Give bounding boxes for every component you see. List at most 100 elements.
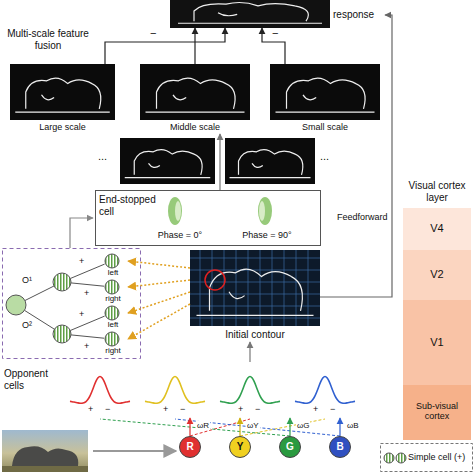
connector	[289, 418, 290, 436]
input-arrow	[93, 450, 176, 452]
scale-map: Large scale	[10, 64, 115, 134]
grid-line	[190, 282, 320, 283]
node-text: B	[329, 441, 351, 453]
connector	[320, 15, 392, 297]
annotation-label: O²	[22, 320, 32, 330]
grid-line	[308, 250, 309, 326]
connector	[249, 342, 250, 362]
cortex-band: Sub-visual cortex	[403, 385, 471, 440]
node-text: left	[98, 320, 128, 329]
cone-circle: R	[179, 436, 201, 458]
node-text: V4	[403, 222, 471, 235]
grid-line	[190, 270, 320, 271]
opponent-curve	[220, 376, 280, 403]
grid-line	[224, 250, 225, 326]
grid-line	[248, 250, 249, 326]
legend-sample	[383, 451, 407, 465]
node-text: End-stopped cell	[99, 194, 163, 217]
initial-contour: Initial contour	[190, 250, 320, 342]
simple-cell-group	[3, 249, 141, 359]
cross-link	[190, 419, 250, 436]
simple-cell-symbol	[105, 254, 119, 268]
legend-frame	[381, 444, 473, 472]
grid-line	[236, 250, 237, 326]
contour-trace	[197, 269, 314, 315]
connector	[262, 28, 285, 64]
connector	[219, 134, 220, 190]
node-text: Initial contour	[190, 329, 320, 341]
scale-map: Small scale	[270, 64, 380, 134]
annotation-label: +	[84, 288, 89, 298]
annotation-label: ωB	[346, 421, 360, 430]
annotation-label: −	[180, 404, 185, 414]
connector	[239, 418, 240, 436]
cortex-band: V2	[403, 250, 471, 300]
opponent-cells: Opponent cells	[2, 362, 385, 418]
connector	[194, 28, 195, 64]
node-text: right	[98, 294, 128, 303]
annotation-label: +	[313, 404, 318, 414]
response-image	[170, 0, 330, 28]
annotation-label: −	[330, 404, 335, 414]
legend-text: Simple cell (+)	[408, 452, 465, 462]
cortex-band: V4	[403, 208, 471, 250]
annotation-label: O¹	[22, 275, 32, 285]
grid-line	[272, 250, 273, 326]
connector	[128, 280, 190, 287]
input-photo	[2, 430, 88, 472]
connector	[128, 304, 190, 339]
end-stopped-field	[168, 197, 182, 225]
simple-cell: right	[98, 279, 128, 305]
scale-image	[270, 64, 380, 120]
cone-circle: Y	[229, 436, 251, 458]
node-text: Sub-visual cortex	[403, 401, 471, 422]
node-text: V2	[403, 268, 471, 281]
node-text: left	[98, 268, 128, 277]
annotation-label: ωG	[296, 421, 310, 430]
cross-link	[175, 419, 340, 436]
opponent-curve	[145, 376, 205, 403]
annotation-label: −	[105, 404, 110, 414]
annotation-label: +	[238, 404, 243, 414]
connector	[128, 261, 190, 268]
annotation-label: +	[84, 341, 89, 351]
annotation-label: +	[163, 404, 168, 414]
receptive-field	[6, 295, 26, 315]
annotation-label: +	[88, 404, 93, 414]
simple-cell-symbol	[53, 273, 71, 291]
node-text: Large scale	[10, 122, 115, 132]
grid-line	[284, 250, 285, 326]
orientation-image	[225, 138, 315, 184]
opponent-curve	[295, 376, 355, 403]
connector	[105, 28, 225, 64]
orientation-image	[120, 138, 215, 184]
feed-arrow	[70, 218, 93, 248]
node-text: right	[98, 346, 128, 355]
annotation-label: ωY	[246, 421, 260, 430]
connector	[339, 418, 340, 436]
contour-trace	[230, 150, 311, 178]
simple-cell: left	[98, 305, 128, 331]
node-text: Middle scale	[140, 122, 250, 132]
scale-image	[10, 64, 115, 120]
scale-map: Middle scale	[140, 64, 250, 134]
connector	[189, 418, 190, 436]
response-panel: response	[165, 0, 385, 28]
scale-image	[140, 64, 250, 120]
node-text: Y	[229, 441, 251, 453]
node-text: R	[179, 441, 201, 453]
end-stopped-field	[175, 201, 181, 221]
cortex-band: V1	[403, 300, 471, 385]
node-text: V1	[403, 336, 471, 349]
node-text: G	[279, 441, 301, 453]
wire	[70, 316, 104, 330]
contour-trace	[125, 150, 211, 178]
grid-line	[190, 258, 320, 259]
simple-cell-symbol	[105, 332, 119, 346]
annotation-label: Visual cortex layer	[401, 180, 473, 203]
cone-circle: B	[329, 436, 351, 458]
cone-circle: G	[279, 436, 301, 458]
annotation-label: ...	[98, 150, 107, 163]
simple-cell-symbol	[105, 280, 119, 294]
